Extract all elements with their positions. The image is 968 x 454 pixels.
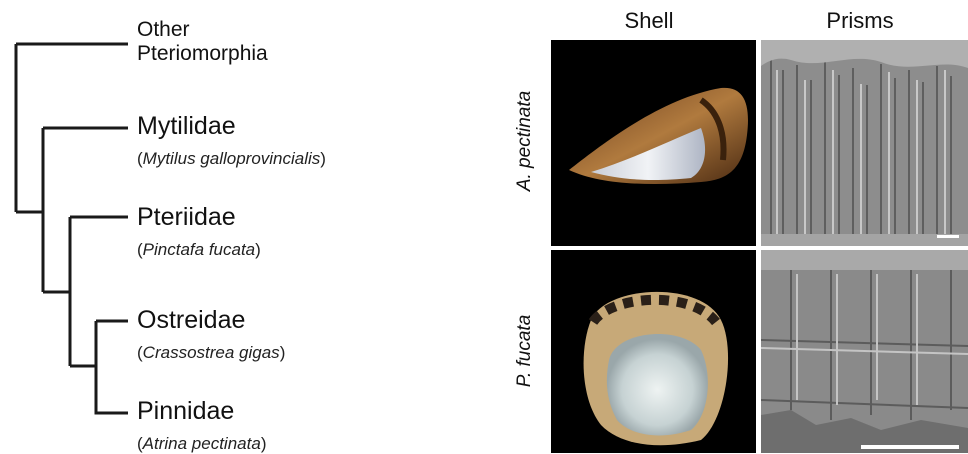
taxon-pinnidae: Pinnidae (Atrina pectinata) xyxy=(137,397,266,454)
sem-blocks xyxy=(761,250,968,453)
taxon-mytilidae: Mytilidae (Mytilus galloprovincialis) xyxy=(137,112,326,169)
taxon-name: Other xyxy=(137,18,268,42)
tree-branch-ostreidae xyxy=(96,321,128,413)
taxon-ostreidae: Ostreidae (Crassostrea gigas) xyxy=(137,306,285,363)
scale-bar xyxy=(937,235,959,238)
species-name: (Pinctafa fucata) xyxy=(137,240,261,260)
scale-bar xyxy=(861,445,959,449)
species-name: (Crassostrea gigas) xyxy=(137,343,285,363)
tree-branch-pteriidae xyxy=(70,217,128,366)
taxon-name: Pteriidae xyxy=(137,203,261,231)
tree-branch-mytilidae xyxy=(43,128,128,292)
row-label-p-fucata: P. fucata xyxy=(514,251,536,451)
taxon-other-pteriomorphia: Other Pteriomorphia xyxy=(137,18,268,66)
row-label-a-pectinata: A. pectinata xyxy=(514,41,536,241)
prisms-sem-p-fucata xyxy=(761,250,968,453)
shell-image-a-pectinata xyxy=(551,40,756,246)
species-name: (Atrina pectinata) xyxy=(137,434,266,454)
taxon-name: Pinnidae xyxy=(137,397,266,425)
column-header-shell: Shell xyxy=(549,8,749,34)
shell-image-p-fucata xyxy=(551,250,756,453)
sem-columns xyxy=(761,40,968,246)
prisms-sem-a-pectinata xyxy=(761,40,968,246)
taxon-name: Mytilidae xyxy=(137,112,326,140)
taxon-pteriidae: Pteriidae (Pinctafa fucata) xyxy=(137,203,261,260)
taxon-name-line2: Pteriomorphia xyxy=(137,42,268,66)
column-header-prisms: Prisms xyxy=(760,8,960,34)
species-name: (Mytilus galloprovincialis) xyxy=(137,149,326,169)
taxon-name: Ostreidae xyxy=(137,306,285,334)
tree-root xyxy=(16,212,96,366)
